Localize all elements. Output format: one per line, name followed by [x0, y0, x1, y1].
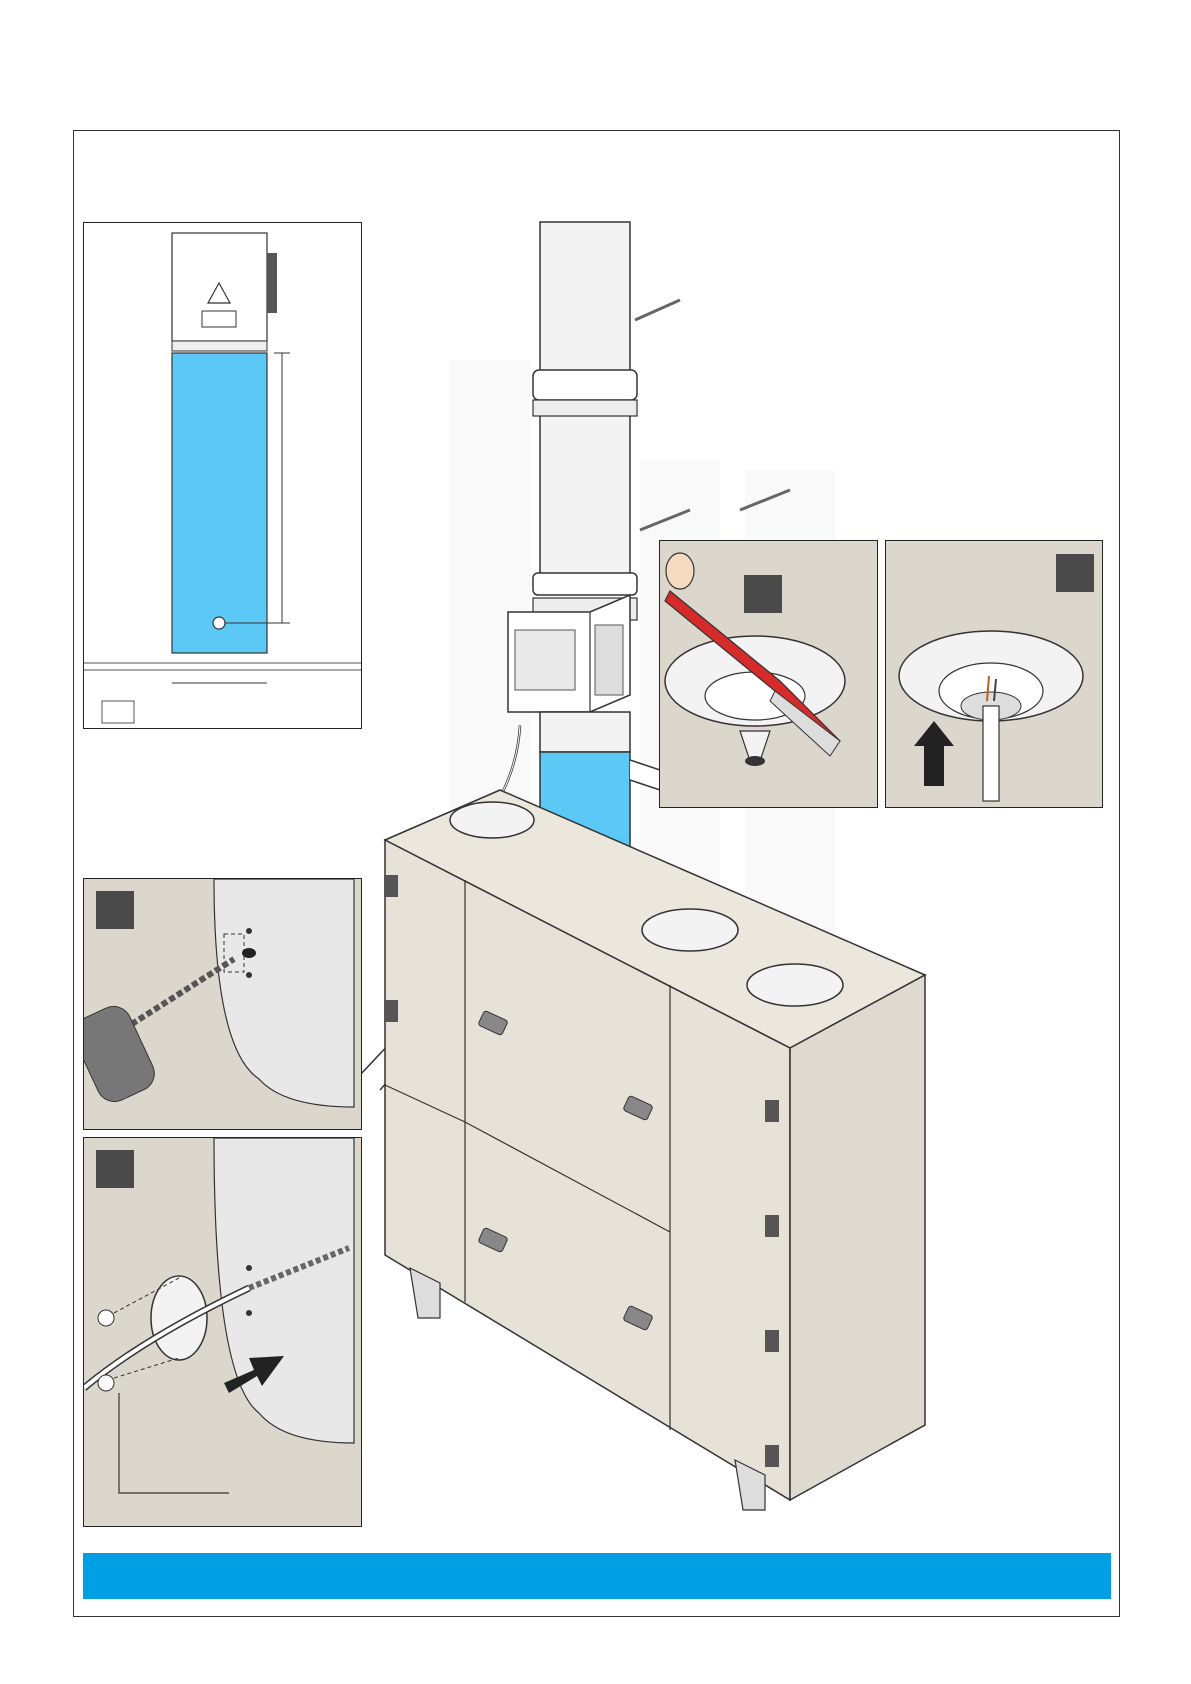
footer-bar	[83, 1553, 1111, 1599]
panel-cut-grommet	[659, 540, 878, 808]
step-badge-drill	[96, 891, 134, 929]
step-badge-cut	[744, 575, 782, 613]
control-box	[508, 595, 630, 712]
ventilation-unit	[384, 790, 925, 1510]
panel-insert-cable	[885, 540, 1103, 808]
cable	[983, 706, 999, 801]
threaded-rod-upper	[635, 300, 680, 320]
step-badge-insert	[1056, 554, 1094, 592]
highlighted-duct	[172, 353, 267, 653]
step-badge-mount	[96, 1150, 134, 1188]
vertical-duct	[533, 222, 637, 620]
panel-drill-hole	[83, 878, 362, 1130]
panel-elevation-view	[83, 222, 362, 729]
panel-mount-grommet	[83, 1137, 362, 1527]
